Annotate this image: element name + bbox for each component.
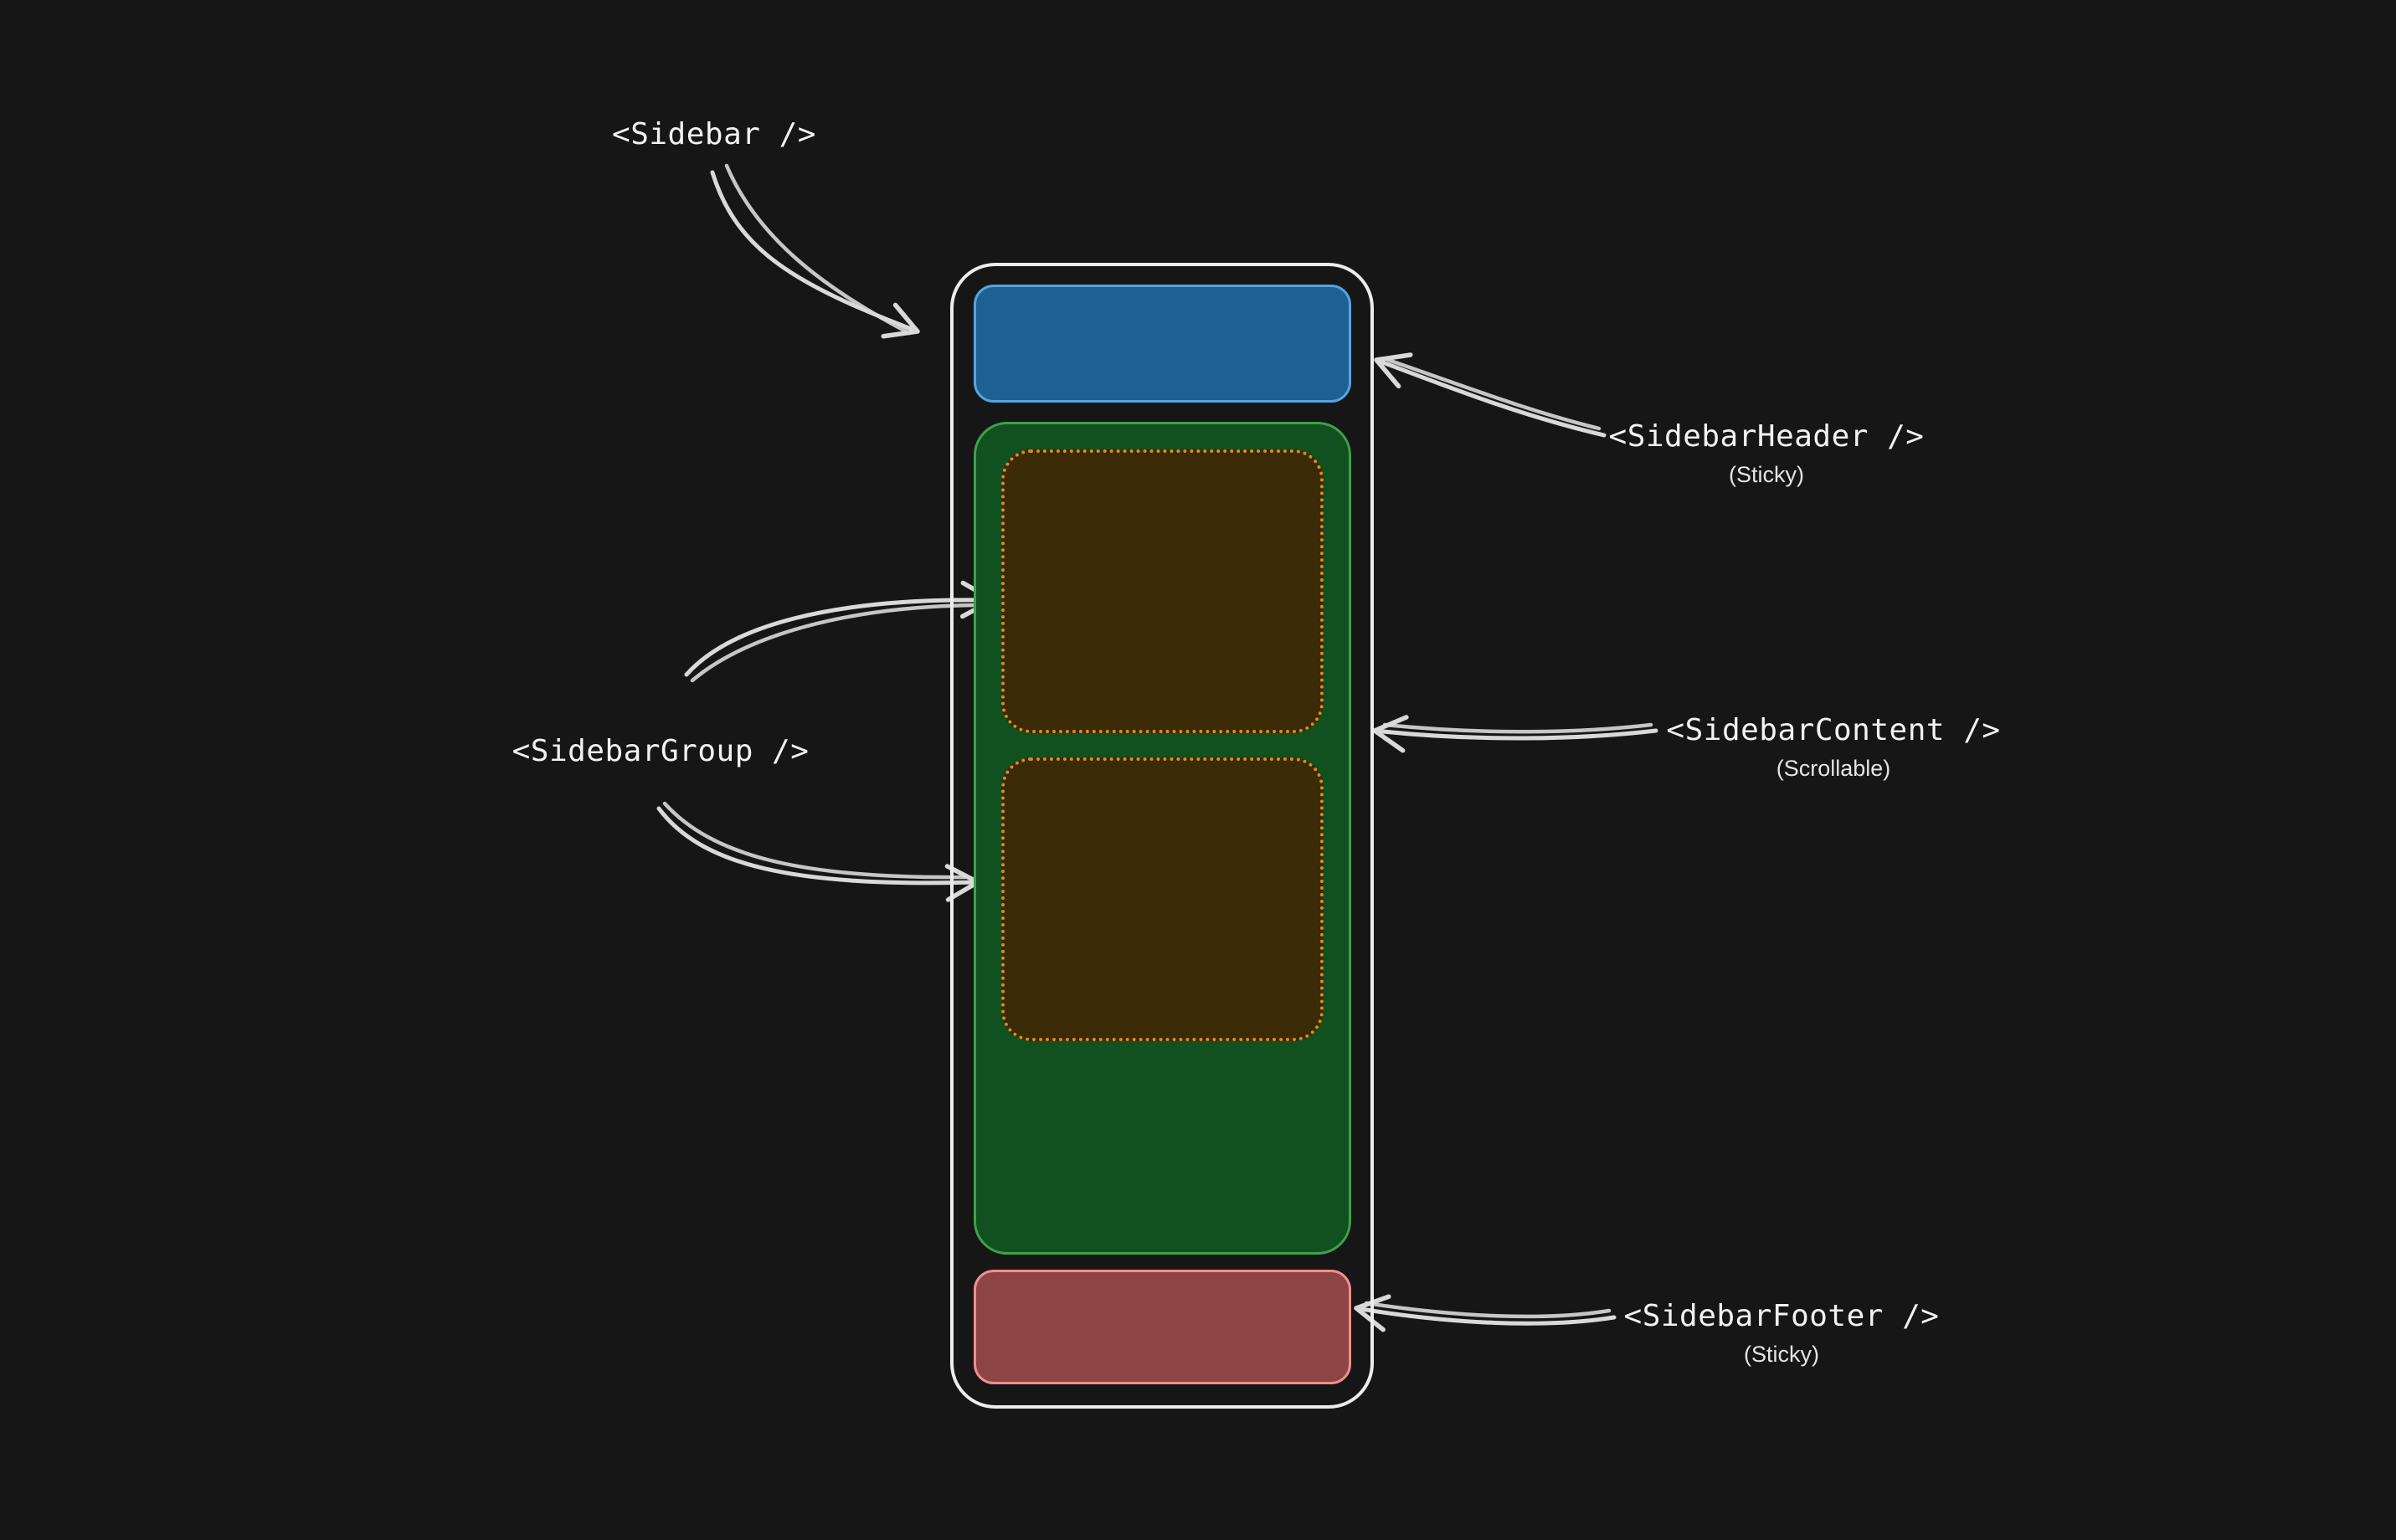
sidebar-label-block: <Sidebar /> [612,117,816,151]
header-arrow-echo [1386,357,1602,431]
sidebar-arrow-echo [724,163,912,336]
group-label-block: <SidebarGroup /> [512,734,810,768]
content-arrow-echo [1382,722,1653,734]
content-note: (Scrollable) [1776,756,1891,781]
sidebar-footer-box [974,1270,1351,1384]
group-arrow-upper [684,580,995,677]
sidebar-outline-box [950,263,1374,1409]
sidebar-label: <Sidebar /> [612,117,816,151]
footer-arrow [1354,1294,1617,1332]
header-label-block: <SidebarHeader /> (Sticky) [1609,419,1925,488]
group-arrow-lower-echo [662,801,970,880]
content-label: <SidebarContent /> [1666,713,2001,747]
group-arrow-lower [656,806,980,902]
footer-note: (Sticky) [1744,1342,1819,1367]
sidebar-group-box-1 [1001,449,1324,733]
sidebar-arrow [710,170,920,339]
footer-label: <SidebarFooter /> [1623,1299,1940,1333]
group-arrow-upper-echo [690,603,984,683]
footer-label-block: <SidebarFooter /> (Sticky) [1624,1299,1940,1368]
header-label: <SidebarHeader /> [1608,419,1925,454]
group-label: <SidebarGroup /> [512,734,810,768]
content-label-block: <SidebarContent /> (Scrollable) [1666,713,2000,782]
sidebar-group-box-2 [1001,757,1324,1041]
footer-arrow-echo [1364,1301,1612,1319]
content-arrow [1372,715,1658,753]
header-note: (Sticky) [1729,462,1804,487]
header-arrow [1374,352,1607,438]
sidebar-header-box [974,285,1351,403]
sidebar-content-box [974,422,1351,1255]
